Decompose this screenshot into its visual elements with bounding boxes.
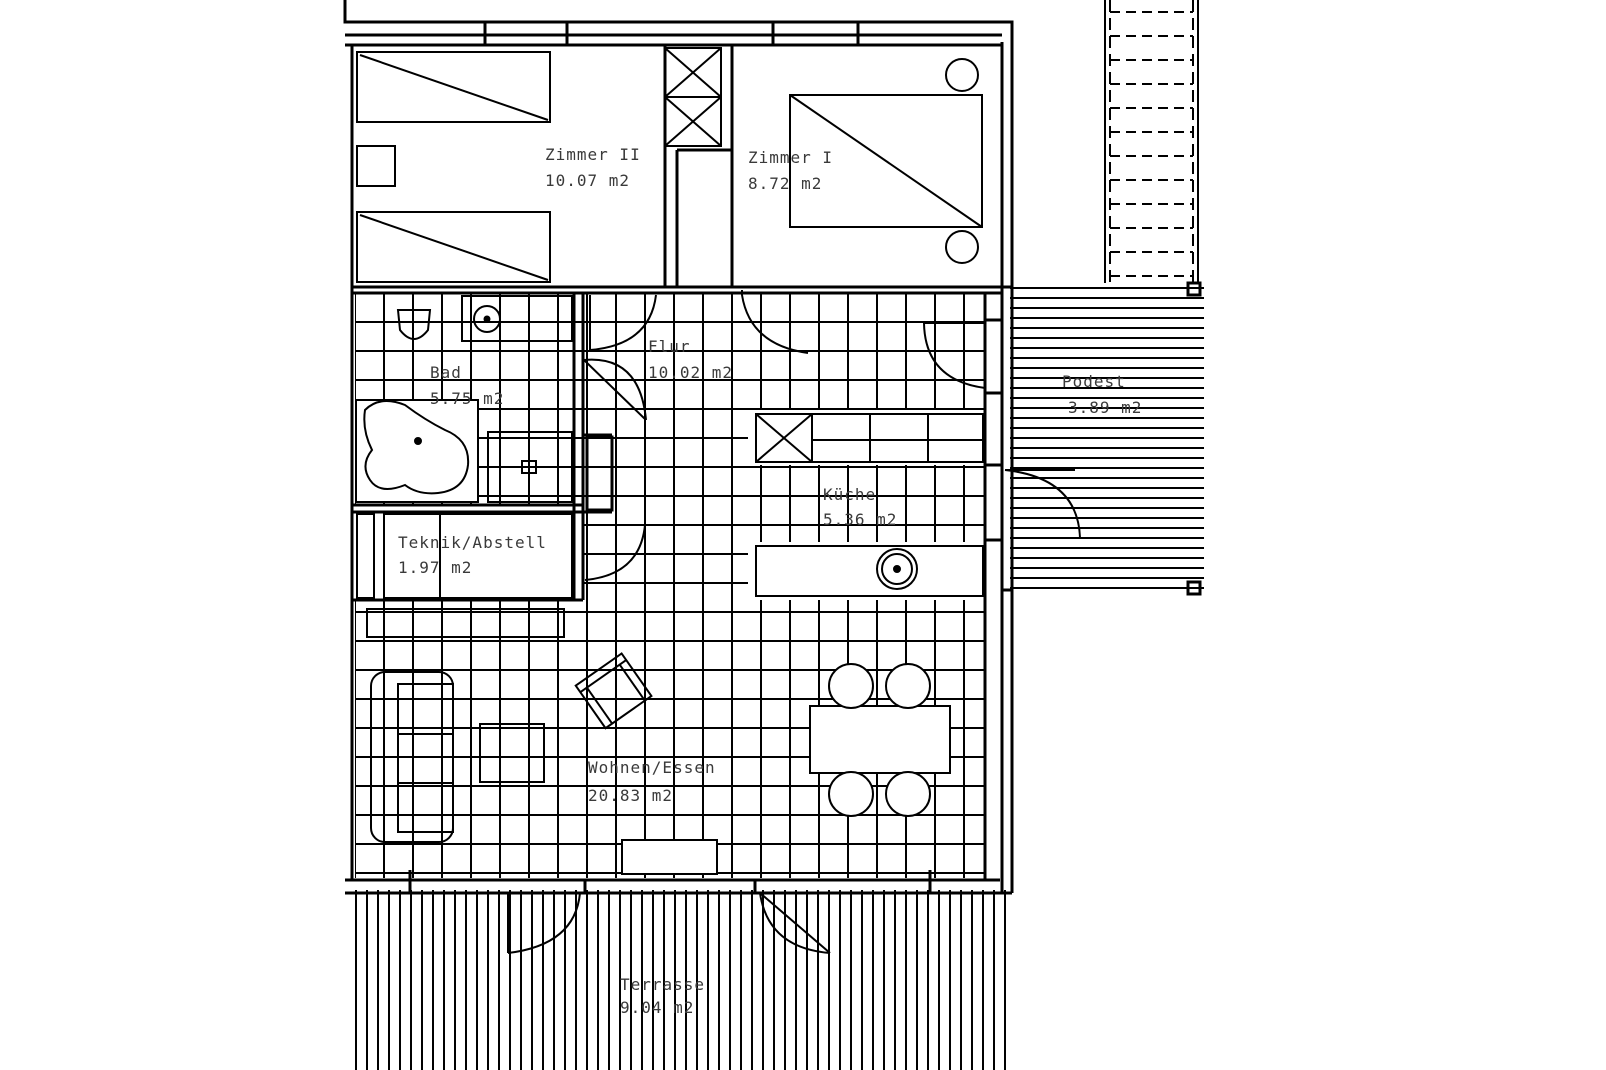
label-technik-name: Teknik/Abstell: [398, 533, 547, 552]
label-kueche-name: Küche: [823, 485, 876, 504]
room-labels: Zimmer II 10.07 m2 Zimmer I 8.72 m2 Flur…: [398, 145, 1142, 1017]
label-zimmer1-area: 8.72 m2: [748, 174, 822, 193]
label-zimmer2-area: 10.07 m2: [545, 171, 630, 190]
terrasse-decking: [355, 890, 1011, 1070]
label-bad-name: Bad: [430, 363, 462, 382]
podest-decking: [1010, 287, 1204, 590]
label-podest-area: 3.89 m2: [1068, 398, 1142, 417]
label-terrasse-name: Terrasse: [620, 975, 705, 994]
label-technik-area: 1.97 m2: [398, 558, 472, 577]
label-wohnen-name: Wohnen/Essen: [588, 758, 716, 777]
label-flur-area: 10.02 m2: [648, 363, 733, 382]
label-bad-area: 5.75 m2: [430, 389, 504, 408]
label-kueche-area: 5.36 m2: [823, 510, 897, 529]
label-flur-name: Flur: [648, 337, 691, 356]
walls: [343, 0, 1202, 895]
furniture: [355, 47, 984, 875]
label-podest-name: Podest: [1062, 372, 1126, 391]
label-zimmer1-name: Zimmer I: [748, 148, 833, 167]
doors: [507, 290, 1081, 954]
label-terrasse-area: 9.04 m2: [620, 998, 694, 1017]
label-wohnen-area: 20.83 m2: [588, 786, 673, 805]
label-zimmer2-name: Zimmer II: [545, 145, 641, 164]
floor-tiles: [352, 293, 986, 878]
staircase: [1104, 0, 1199, 283]
